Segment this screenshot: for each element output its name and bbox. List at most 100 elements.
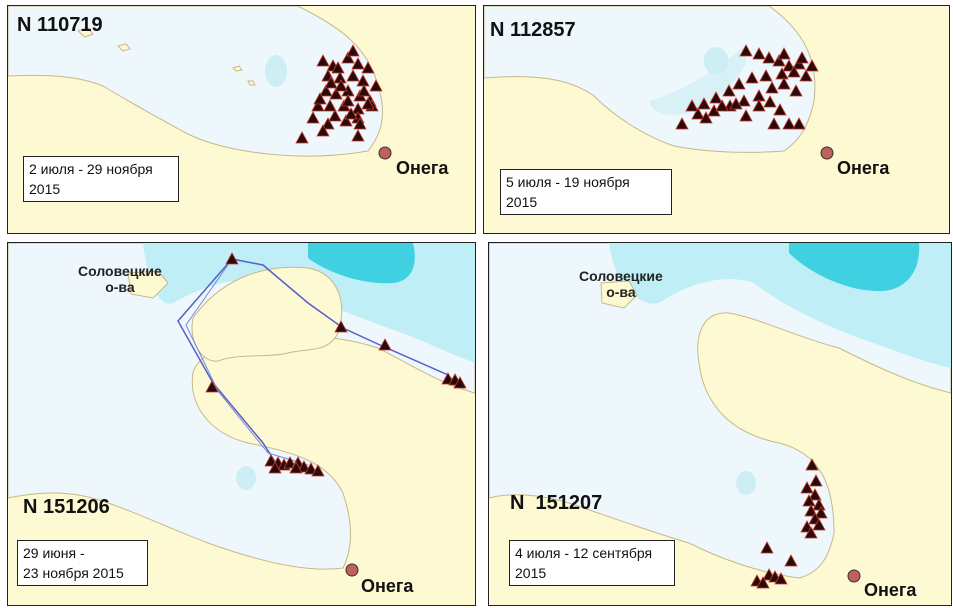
- detection-marker: [787, 65, 801, 78]
- sea-area: [8, 6, 384, 157]
- map-panel-110719: N 110719 2 июля - 29 ноября 2015 Онега: [7, 5, 476, 234]
- detection-marker: [765, 81, 779, 94]
- detection-marker: [313, 92, 327, 105]
- detection-marker: [344, 107, 358, 120]
- detection-marker: [805, 59, 819, 72]
- detection-marker: [323, 99, 337, 112]
- marker-group: [675, 44, 819, 130]
- tag-track: [185, 258, 309, 466]
- detection-marker: [792, 117, 806, 130]
- detection-marker: [699, 111, 713, 124]
- detection-marker: [357, 84, 371, 97]
- detection-marker: [772, 54, 786, 67]
- marker-group: [750, 458, 828, 589]
- island-label: Соловецкие о-ва: [579, 268, 663, 300]
- detection-marker: [812, 518, 826, 531]
- detection-marker: [739, 44, 753, 57]
- date-range: 4 июля - 12 сентября 2015: [509, 540, 675, 586]
- detection-marker: [329, 87, 343, 100]
- detection-marker: [799, 69, 813, 82]
- detection-marker: [304, 462, 318, 475]
- solovetsky-islands: [600, 280, 638, 309]
- detection-marker: [729, 97, 743, 110]
- detection-marker: [789, 84, 803, 97]
- sea-area: [484, 6, 816, 153]
- detection-marker: [225, 252, 239, 265]
- detection-marker: [675, 117, 689, 130]
- detection-marker: [331, 61, 345, 74]
- deep-water: [704, 47, 728, 75]
- detection-marker: [361, 61, 375, 74]
- detection-marker: [739, 109, 753, 122]
- detection-marker: [378, 338, 392, 351]
- city-label: Онега: [396, 158, 449, 178]
- detection-marker: [752, 99, 766, 112]
- detection-marker: [691, 107, 705, 120]
- detection-marker: [762, 51, 776, 64]
- detection-marker: [814, 506, 828, 519]
- detection-marker: [205, 380, 219, 393]
- detection-marker: [767, 117, 781, 130]
- detection-marker: [316, 54, 330, 67]
- detection-marker: [453, 376, 467, 389]
- detection-marker: [756, 576, 770, 589]
- coast-islands: [76, 27, 256, 86]
- detection-marker: [283, 456, 297, 469]
- deep-water: [236, 466, 256, 490]
- onega-city-marker: [847, 569, 861, 583]
- detection-marker: [802, 494, 816, 507]
- map-panel-151207: Соловецкие о-ва N 151207 4 июля - 12 сен…: [488, 242, 952, 606]
- onega-city-marker: [378, 146, 392, 160]
- detection-marker: [800, 481, 814, 494]
- detection-marker: [804, 504, 818, 517]
- map-151206: [8, 243, 475, 577]
- detection-marker: [369, 79, 383, 92]
- detection-marker: [760, 541, 774, 554]
- detection-marker: [339, 114, 353, 127]
- deep-water: [736, 471, 756, 495]
- date-range: 2 июля - 29 ноября 2015: [23, 156, 179, 202]
- city-label: Онега: [837, 158, 890, 178]
- onega-city-marker: [820, 146, 834, 160]
- detection-marker: [324, 76, 338, 89]
- tag-id: N 112857: [490, 19, 576, 41]
- detection-marker: [782, 59, 796, 72]
- map-151207: [489, 243, 951, 589]
- detection-marker: [732, 77, 746, 90]
- detection-marker: [346, 69, 360, 82]
- detection-marker: [346, 44, 360, 57]
- detection-marker: [306, 111, 320, 124]
- marker-group: [205, 252, 467, 477]
- detection-marker: [809, 474, 823, 487]
- date-range: 29 июня - 23 ноября 2015: [17, 540, 148, 586]
- detection-marker: [289, 461, 303, 474]
- detection-marker: [697, 97, 711, 110]
- detection-marker: [311, 99, 325, 112]
- detection-marker: [316, 124, 330, 137]
- detection-marker: [685, 99, 699, 112]
- deep-water-core: [789, 243, 920, 292]
- detection-marker: [804, 526, 818, 539]
- detection-marker: [759, 69, 773, 82]
- tag-id: N 110719: [17, 14, 103, 36]
- detection-marker: [361, 97, 375, 110]
- detection-marker: [353, 117, 367, 130]
- detection-marker: [795, 51, 809, 64]
- detection-marker: [773, 103, 787, 116]
- date-range: 5 июля - 19 ноября 2015: [500, 169, 672, 215]
- detection-marker: [775, 67, 789, 80]
- city-label: Онега: [361, 576, 414, 596]
- city-label: Онега: [864, 580, 917, 600]
- detection-marker: [351, 57, 365, 70]
- detection-marker: [709, 91, 723, 104]
- solovetsky-islands: [127, 270, 169, 299]
- detection-marker: [808, 488, 822, 501]
- detection-marker: [715, 99, 729, 112]
- detection-marker: [341, 51, 355, 64]
- detection-marker: [295, 131, 309, 144]
- map-110719: [8, 6, 392, 160]
- detection-marker: [334, 79, 348, 92]
- map-panel-112857: N 112857 5 июля - 19 ноября 2015 Онега: [483, 5, 950, 234]
- deep-water: [649, 46, 747, 115]
- detection-marker: [777, 77, 791, 90]
